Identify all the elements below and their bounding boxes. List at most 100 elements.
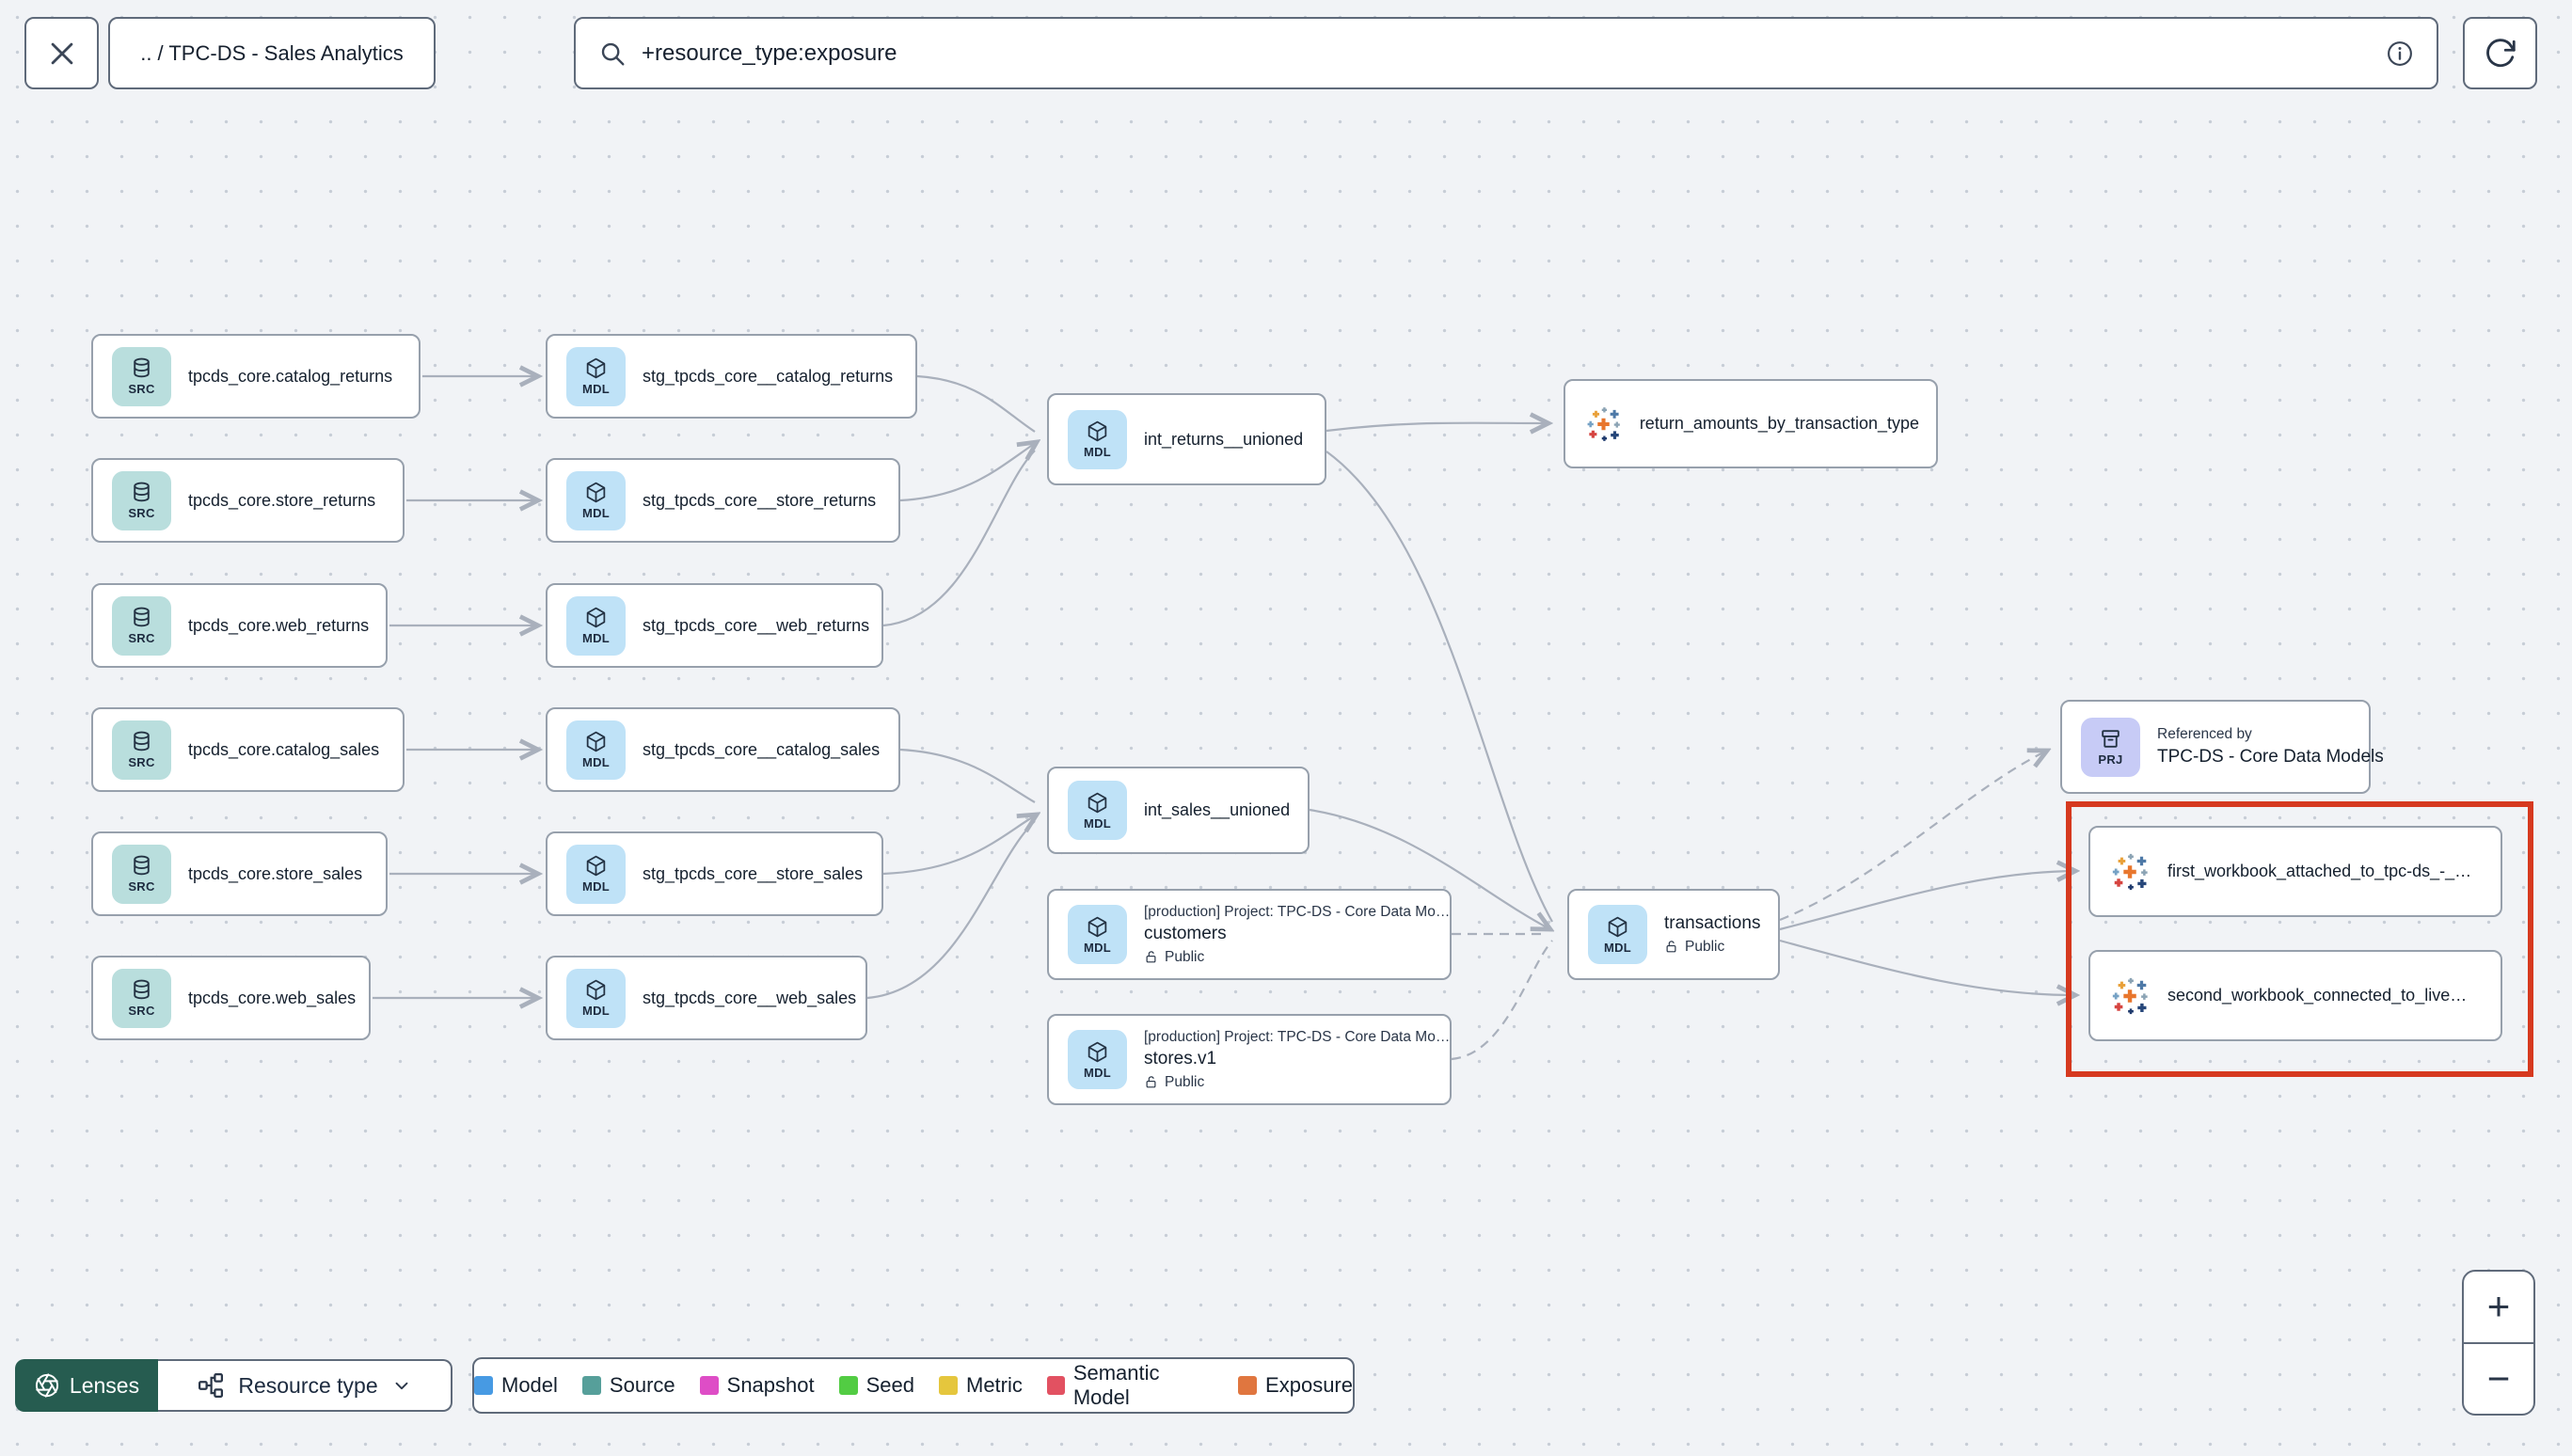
zoom-out-button[interactable]: − — [2486, 1355, 2511, 1401]
node-stg-web-returns[interactable]: MDL stg_tpcds_core__web_returns — [546, 583, 883, 668]
node-label: stg_tpcds_core__web_sales — [643, 988, 857, 1007]
source-badge: SRC — [112, 595, 171, 656]
model-badge: MDL — [566, 346, 626, 406]
node-int-sales-unioned[interactable]: MDL int_sales__unioned — [1047, 767, 1310, 854]
model-badge: MDL — [566, 595, 626, 656]
access-badge: Public — [1144, 1072, 1450, 1093]
node-source-web-sales[interactable]: SRC tpcds_core.web_sales — [91, 956, 371, 1040]
zoom-in-button[interactable]: + — [2464, 1272, 2533, 1344]
seed-swatch — [838, 1376, 858, 1395]
close-button[interactable] — [24, 17, 99, 89]
node-stg-catalog-sales[interactable]: MDL stg_tpcds_core__catalog_sales — [546, 707, 900, 792]
cube-icon — [586, 979, 606, 1001]
exposure-swatch — [1238, 1376, 1258, 1395]
lock-open-icon — [1666, 941, 1676, 953]
node-stg-web-sales[interactable]: MDL stg_tpcds_core__web_sales — [546, 956, 867, 1040]
model-badge: MDL — [1588, 905, 1647, 964]
lock-open-icon — [1146, 951, 1156, 963]
resource-type-dropdown[interactable]: Resource type — [158, 1359, 452, 1412]
legend-item-model: Model — [474, 1373, 558, 1398]
node-label: tpcds_core.catalog_returns — [188, 366, 393, 386]
zoom-controls: + − — [2462, 1270, 2535, 1416]
cube-icon — [1088, 1041, 1107, 1062]
referenced-by-title: Referenced by — [2157, 725, 2252, 742]
legend-item-seed: Seed — [838, 1373, 914, 1398]
node-stg-store-returns[interactable]: MDL stg_tpcds_core__store_returns — [546, 458, 900, 543]
node-source-catalog-sales[interactable]: SRC tpcds_core.catalog_sales — [91, 707, 405, 792]
model-badge: MDL — [566, 844, 626, 904]
node-source-catalog-returns[interactable]: SRC tpcds_core.catalog_returns — [91, 334, 421, 419]
node-label: second_workbook_connected_to_live… — [2167, 986, 2468, 1005]
node-label: stg_tpcds_core__catalog_sales — [643, 739, 881, 759]
search-icon — [601, 42, 625, 65]
node-label: customers — [1144, 924, 1227, 944]
breadcrumb[interactable]: .. / TPC-DS - Sales Analytics — [108, 17, 436, 89]
cube-icon — [586, 731, 606, 752]
tableau-icon — [2109, 850, 2152, 894]
cube-icon — [586, 855, 606, 877]
database-icon — [134, 731, 150, 752]
node-label: stg_tpcds_core__store_returns — [643, 490, 877, 510]
node-referenced-by-project[interactable]: PRJ Referenced by TPC-DS - Core Data Mod… — [2060, 700, 2384, 794]
cube-icon — [586, 482, 606, 503]
node-exposure-second-workbook[interactable]: second_workbook_connected_to_live… — [2088, 950, 2502, 1041]
node-label: TPC-DS - Core Data Models — [2157, 746, 2384, 767]
database-icon — [134, 979, 150, 1000]
node-label: stores.v1 — [1144, 1049, 1217, 1069]
node-label: first_workbook_attached_to_tpc-ds_-_… — [2167, 862, 2472, 880]
refresh-button[interactable] — [2463, 17, 2537, 89]
legend-panel: Model Source Snapshot Seed Metric Semant… — [472, 1357, 1355, 1414]
node-label: stg_tpcds_core__web_returns — [643, 615, 870, 635]
hierarchy-icon — [198, 1373, 224, 1398]
metric-swatch — [939, 1376, 958, 1395]
chevron-down-icon — [395, 1382, 408, 1390]
node-label: tpcds_core.catalog_sales — [188, 739, 380, 759]
close-icon — [51, 42, 72, 64]
lenses-control: Lenses Resource type — [13, 1357, 454, 1414]
node-label: tpcds_core.store_sales — [188, 863, 363, 883]
cube-icon — [586, 357, 606, 379]
model-badge: MDL — [1068, 905, 1127, 964]
access-badge: Public — [1664, 937, 1760, 957]
node-label: tpcds_core.web_returns — [188, 615, 370, 635]
node-source-store-sales[interactable]: SRC tpcds_core.store_sales — [91, 831, 388, 916]
node-exposure-return-amounts[interactable]: return_amounts_by_transaction_type — [1564, 379, 1938, 468]
tableau-icon — [1584, 403, 1625, 446]
legend-item-source: Source — [581, 1373, 675, 1398]
breadcrumb-label: .. / TPC-DS - Sales Analytics — [140, 40, 404, 65]
node-source-web-returns[interactable]: SRC tpcds_core.web_returns — [91, 583, 388, 668]
cube-icon — [586, 607, 606, 628]
project-badge: PRJ — [2081, 717, 2140, 777]
node-stores-v1[interactable]: MDL [production] Project: TPC-DS - Core … — [1047, 1014, 1452, 1105]
node-stg-catalog-returns[interactable]: MDL stg_tpcds_core__catalog_returns — [546, 334, 917, 419]
node-label: stg_tpcds_core__store_sales — [643, 863, 864, 883]
node-label: transactions — [1664, 913, 1761, 934]
model-badge: MDL — [566, 968, 626, 1028]
archive-icon — [2102, 730, 2120, 748]
lock-open-icon — [1146, 1076, 1156, 1088]
node-label: int_returns__unioned — [1144, 429, 1304, 449]
model-badge: MDL — [566, 720, 626, 780]
model-swatch — [474, 1376, 493, 1395]
project-context: [production] Project: TPC-DS - Core Data… — [1144, 1028, 1451, 1045]
legend-item-snapshot: Snapshot — [699, 1373, 815, 1398]
node-customers[interactable]: MDL [production] Project: TPC-DS - Core … — [1047, 889, 1452, 980]
node-exposure-first-workbook[interactable]: first_workbook_attached_to_tpc-ds_-_… — [2088, 826, 2502, 917]
node-transactions[interactable]: MDL transactions Public — [1567, 889, 1780, 980]
source-badge: SRC — [112, 968, 171, 1028]
access-badge: Public — [1144, 947, 1450, 968]
node-stg-store-sales[interactable]: MDL stg_tpcds_core__store_sales — [546, 831, 883, 916]
info-icon[interactable] — [2386, 40, 2414, 68]
database-icon — [134, 482, 150, 502]
lenses-button[interactable]: Lenses — [15, 1359, 158, 1412]
project-context: [production] Project: TPC-DS - Core Data… — [1144, 903, 1451, 920]
refresh-icon — [2485, 38, 2516, 67]
node-int-returns-unioned[interactable]: MDL int_returns__unioned — [1047, 393, 1326, 485]
source-badge: SRC — [112, 346, 171, 406]
search-input[interactable] — [642, 40, 2371, 67]
node-source-store-returns[interactable]: SRC tpcds_core.store_returns — [91, 458, 405, 543]
model-badge: MDL — [1068, 1030, 1127, 1089]
lenses-label: Lenses — [69, 1372, 140, 1398]
